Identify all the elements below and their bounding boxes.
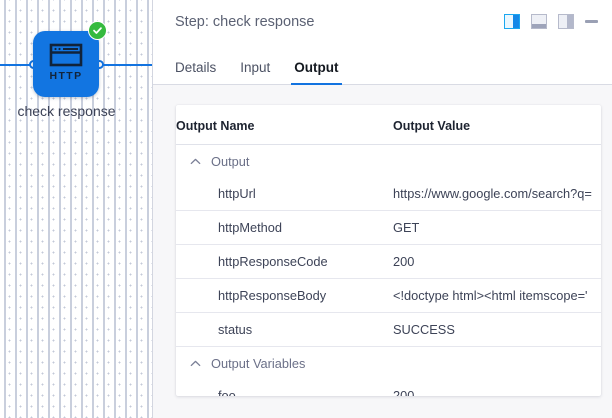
output-table-card: Output Name Output Value Out <box>176 105 601 396</box>
group-row-output-variables[interactable]: Output Variables <box>176 347 601 380</box>
panel-right-icon[interactable] <box>558 14 574 29</box>
table-header-row: Output Name Output Value <box>176 105 601 145</box>
chevron-up-icon[interactable] <box>190 158 201 165</box>
output-name-cell: httpResponseCode <box>176 244 393 279</box>
table-row[interactable]: foo 200 <box>176 379 601 396</box>
group-cell: Output <box>176 145 601 178</box>
table-row[interactable]: httpResponseCode 200 <box>176 244 601 279</box>
column-header-output-name: Output Name <box>176 105 393 145</box>
tab-output[interactable]: Output <box>291 60 342 85</box>
tab-details[interactable]: Details <box>175 60 217 75</box>
output-value-cell: https://www.google.com/search?q= <box>393 177 601 211</box>
http-node[interactable]: HTTP <box>33 31 99 97</box>
panel-bottom-icon[interactable] <box>531 14 547 29</box>
node-type-label: HTTP <box>49 70 83 82</box>
output-name-cell: status <box>176 312 393 347</box>
group-label: Output Variables <box>211 356 306 371</box>
table-row[interactable]: httpUrl https://www.google.com/search?q= <box>176 177 601 211</box>
check-icon <box>93 27 102 34</box>
output-table-body: Output httpUrl https://www.google.com/se… <box>176 145 601 396</box>
node-icon-group: HTTP <box>33 43 99 82</box>
group-row-output[interactable]: Output <box>176 145 601 178</box>
output-name-cell: httpUrl <box>176 177 393 211</box>
workflow-canvas[interactable]: HTTP check response <box>0 0 153 418</box>
panel-title: Step: check response <box>175 13 315 30</box>
output-name-cell: httpMethod <box>176 210 393 245</box>
panel-header-actions <box>504 14 598 29</box>
table-row[interactable]: httpMethod GET <box>176 210 601 245</box>
output-name-cell: httpResponseBody <box>176 278 393 313</box>
output-value-cell: <!doctype html><html itemscope=' <box>393 278 601 313</box>
panel-body: Output Name Output Value Out <box>153 85 612 418</box>
output-table: Output Name Output Value Out <box>176 105 601 396</box>
chevron-up-icon[interactable] <box>190 360 201 367</box>
output-value-cell: GET <box>393 210 601 245</box>
group-label: Output <box>211 154 250 169</box>
table-row[interactable]: status SUCCESS <box>176 312 601 347</box>
node-status-success-badge <box>88 21 107 40</box>
minimize-dash-icon[interactable] <box>585 20 598 23</box>
node-name-label: check response <box>17 103 116 119</box>
output-table-head: Output Name Output Value <box>176 105 601 145</box>
panel-split-icon[interactable] <box>504 14 520 29</box>
panel-header: Step: check response <box>153 0 612 43</box>
column-header-output-value: Output Value <box>393 105 601 145</box>
output-value-cell: 200 <box>393 388 415 396</box>
http-window-icon <box>49 43 83 67</box>
group-cell: Output Variables <box>176 347 601 380</box>
step-detail-panel: Step: check response Details Input Outpu… <box>153 0 612 418</box>
panel-tabs: Details Input Output <box>153 43 612 85</box>
tab-input[interactable]: Input <box>240 60 271 75</box>
output-value-cell: SUCCESS <box>393 312 601 347</box>
output-value-cell: 200 <box>393 244 601 279</box>
output-name-cell: foo <box>218 388 236 396</box>
table-row[interactable]: httpResponseBody <!doctype html><html it… <box>176 278 601 313</box>
